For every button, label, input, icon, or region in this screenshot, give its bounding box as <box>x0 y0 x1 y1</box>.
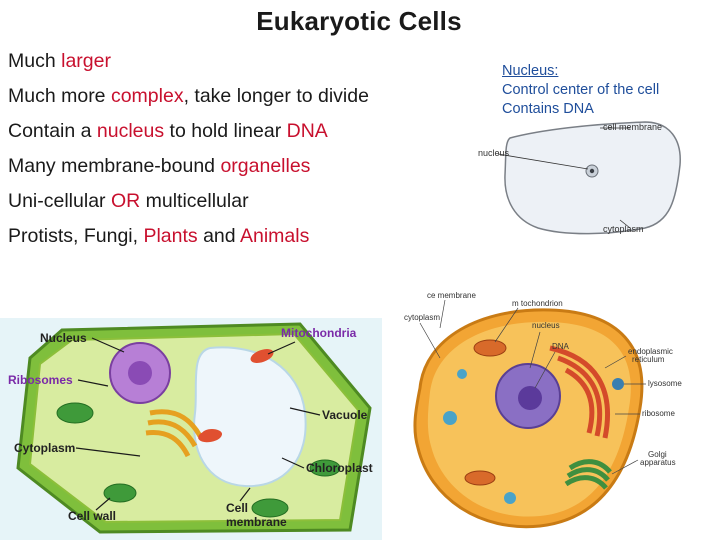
bullet-highlight: larger <box>61 50 111 72</box>
bullet-text: Much more <box>8 85 111 107</box>
animal-er-shape <box>549 345 611 439</box>
bullet-item: Protists, Fungi, Plants and Animals <box>8 219 369 254</box>
nucleus-note: Nucleus: Control center of the cell Cont… <box>502 62 659 119</box>
plant-labels: Nucleus Mitochondria Ribosomes Vacuole C… <box>8 326 373 529</box>
bullet-text: to hold linear <box>164 120 287 142</box>
nucleus-note-line-1: Control center of the cell <box>502 82 660 98</box>
simple-cytoplasm-leader <box>619 219 631 229</box>
animal-cell-diagram: ce membrane m tochondrion cytoplasm nucl… <box>404 291 682 529</box>
animal-golgi-label-2: apparatus <box>640 458 676 467</box>
bullet-highlight: DNA <box>286 120 328 142</box>
animal-membrane-leader <box>439 299 446 329</box>
plant-cell-diagram: Nucleus Mitochondria Ribosomes Vacuole C… <box>0 318 382 540</box>
plant-cytoplasm-leader <box>75 447 141 457</box>
simple-cell-nucleus-label: nucleus <box>478 148 510 158</box>
animal-nucleus-leader <box>529 331 541 369</box>
plant-vacuole-shape <box>193 346 307 488</box>
bullet-text: Protists, Fungi, <box>8 225 144 247</box>
bullet-item: Contain a nucleus to hold linear DNA <box>8 114 369 149</box>
bullet-item: Much larger <box>8 44 369 79</box>
plant-cell-wall-label: Cell wall <box>68 509 116 523</box>
animal-mitochondrion-shape-2 <box>464 470 496 486</box>
plant-vacuole-label: Vacuole <box>322 408 368 422</box>
animal-lysosome-shape <box>612 378 624 390</box>
plant-er-shape <box>145 409 203 458</box>
bullet-text: multicellular <box>140 190 249 212</box>
bullet-highlight: organelles <box>220 155 311 177</box>
animal-cytoplasm-label: cytoplasm <box>404 313 440 322</box>
animal-vesicle-shape-3 <box>504 492 516 504</box>
plant-cytoplasm-label: Cytoplasm <box>14 441 75 455</box>
plant-mitochondria-label: Mitochondria <box>281 326 357 340</box>
animal-ribosome-label: ribosome <box>642 409 675 418</box>
bullet-text: Uni-cellular <box>8 190 111 212</box>
animal-cell-membrane-label: ce membrane <box>427 291 476 300</box>
animal-dna-leader <box>534 351 556 389</box>
bullet-highlight: OR <box>110 190 141 212</box>
plant-nucleus-label: Nucleus <box>40 331 87 345</box>
animal-golgi-leader <box>611 459 639 475</box>
bullet-highlight: Plants <box>143 225 198 247</box>
plant-nucleolus-shape <box>128 361 152 385</box>
bullet-text: Many membrane-bound <box>8 155 221 177</box>
bullet-highlight: complex <box>110 85 184 107</box>
bullet-highlight: Animals <box>239 225 310 247</box>
plant-leader-lines <box>75 337 321 511</box>
bullet-text: Contain a <box>8 120 97 142</box>
plant-chloroplast-shape-3 <box>103 483 137 503</box>
animal-golgi-shape <box>564 459 612 490</box>
plant-chloroplast-leader <box>281 457 305 469</box>
plant-cell-membrane-label-1: Cell <box>226 501 248 515</box>
plant-nucleus-leader <box>91 337 125 353</box>
plant-chloroplast-shape-1 <box>56 402 94 424</box>
animal-er-leader <box>604 355 627 369</box>
simple-cell-membrane-label: cell membrane <box>603 122 662 132</box>
animal-nucleolus-shape <box>518 386 542 410</box>
animal-labels: ce membrane m tochondrion cytoplasm nucl… <box>404 291 682 467</box>
plant-chloroplast-shape-2 <box>251 498 289 518</box>
nucleus-note-line-2: Contains DNA <box>502 101 594 117</box>
animal-cytoplasm-leader <box>419 322 441 359</box>
slide-title: Eukaryotic Cells <box>256 6 462 36</box>
bullet-item: Many membrane-bound organelles <box>8 149 369 184</box>
animal-er-label-2: reticulum <box>632 355 665 364</box>
plant-ribosomes-label: Ribosomes <box>8 373 73 387</box>
bullet-text: and <box>197 225 240 247</box>
animal-leader-lines <box>419 299 646 475</box>
plant-mitochondrion-shape-1 <box>250 349 274 363</box>
animal-lysosome-label: lysosome <box>648 379 682 388</box>
bullet-text: , take longer to divide <box>183 85 369 107</box>
bullet-item: Much more complex, take longer to divide <box>8 79 369 114</box>
animal-er-label-1: endoplasmic <box>628 347 673 356</box>
animal-vesicle-shape-1 <box>443 411 457 425</box>
plant-chloroplast-shape-4 <box>309 459 341 477</box>
animal-vesicle-shape-2 <box>457 369 467 379</box>
animal-nucleus-label: nucleus <box>532 321 560 330</box>
simple-cell-membrane-shape <box>504 121 681 235</box>
animal-dna-label: DNA <box>552 342 570 351</box>
plant-cell-wall-leader <box>95 497 111 511</box>
simple-cell-cytoplasm-label: cytoplasm <box>603 224 644 234</box>
animal-mitochondrion-label: m tochondrion <box>512 299 563 308</box>
simple-nucleus-leader <box>497 153 589 170</box>
animal-mitochondrion-leader <box>494 307 519 343</box>
animal-mitochondrion-shape-1 <box>473 339 507 357</box>
plant-chloroplast-label: Chloroplast <box>306 461 373 475</box>
plant-mitochondrion-shape-3 <box>202 429 222 439</box>
animal-golgi-label-1: Golgi <box>648 450 667 459</box>
bullet-text: Much <box>8 50 62 72</box>
bullet-highlight: nucleus <box>96 120 165 142</box>
plant-cell-membrane-label-2: membrane <box>226 515 287 529</box>
plant-mitochondria-leader <box>267 341 296 355</box>
plant-cell-membrane-leader <box>239 487 251 502</box>
simple-cell-diagram: cell membrane nucleus cytoplasm <box>478 121 681 235</box>
simple-cell-nucleolus-shape <box>589 168 595 174</box>
plant-ribosomes-leader <box>77 379 109 387</box>
plant-vacuole-leader <box>289 407 321 416</box>
bullet-item: Uni-cellular OR multicellular <box>8 184 369 219</box>
nucleus-note-heading: Nucleus: <box>502 63 559 79</box>
